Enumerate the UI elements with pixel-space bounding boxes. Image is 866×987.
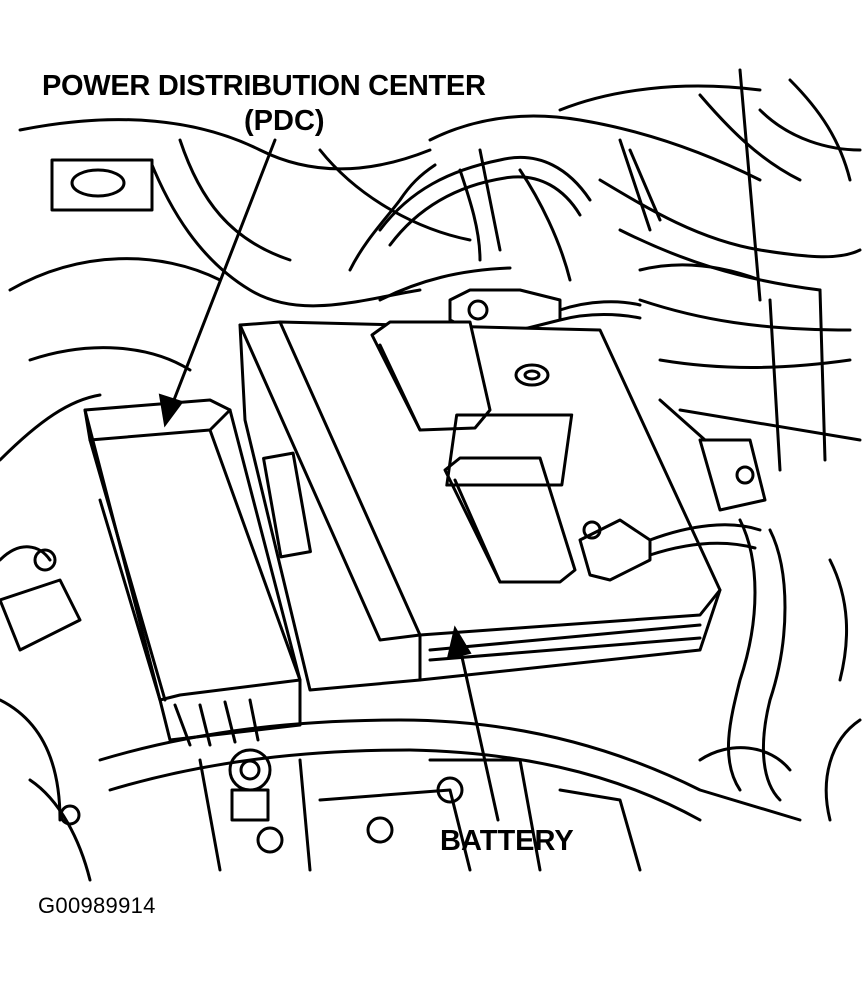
pdc-box: [83, 398, 302, 747]
pdc-label-line1: POWER DISTRIBUTION CENTER: [42, 70, 486, 102]
negative-terminal: [578, 518, 787, 802]
cable-harness: [348, 138, 762, 302]
mounting-plate: [50, 158, 154, 212]
lower-crossmember: [59, 718, 802, 872]
sensor-connector: [658, 398, 767, 512]
battery-label: BATTERY: [440, 825, 574, 857]
battery: [238, 320, 722, 692]
pdc-label-line2: (PDC): [244, 105, 325, 137]
pdc-leader-arrow: [158, 138, 277, 428]
positive-terminal: [448, 288, 642, 332]
figure-id: G00989914: [38, 893, 156, 918]
battery-leader-arrow: [446, 625, 500, 822]
